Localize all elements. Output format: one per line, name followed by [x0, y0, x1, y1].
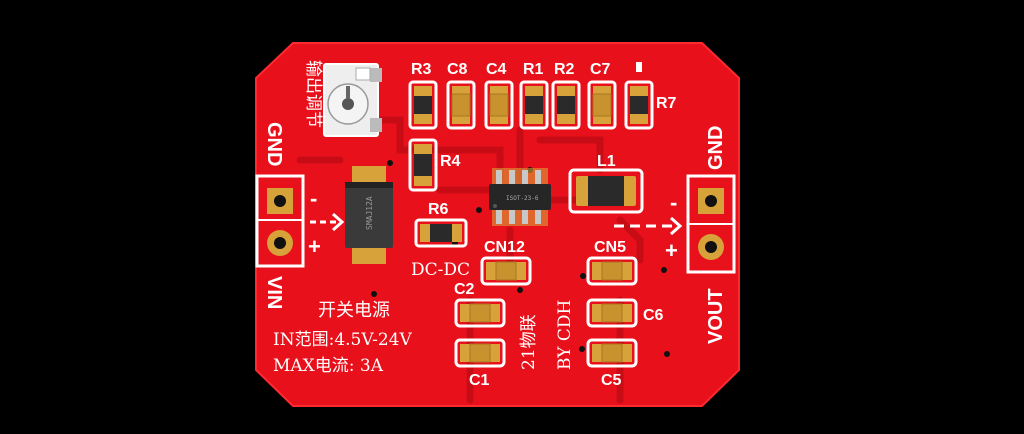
label-c5: C5: [601, 372, 622, 389]
label-cn12: CN12: [484, 239, 525, 256]
cap-c1: [454, 338, 506, 368]
label-r4: R4: [440, 153, 461, 170]
label-c6: C6: [643, 307, 664, 324]
cap-c5: [586, 338, 638, 368]
brand-text: 21物联: [519, 314, 539, 370]
arrow-out: [614, 216, 683, 236]
label-vin: VIN: [263, 276, 285, 309]
label-c8: C8: [447, 61, 468, 78]
label-cn5: CN5: [594, 239, 626, 256]
label-r3: R3: [411, 61, 432, 78]
diode-smaj12a: [345, 166, 393, 264]
in-range-text: IN范围:4.5V-24V: [273, 330, 412, 350]
label-gnd-right: GND: [705, 126, 727, 170]
diode-marking: SMAJ12A: [365, 196, 374, 230]
inductor-l1: [568, 168, 644, 214]
max-current-text: MAX电流: 3A: [273, 356, 384, 376]
label-c7: C7: [590, 61, 611, 78]
pot-label: 输出调节: [303, 60, 323, 128]
label-gnd-left: GND: [263, 122, 285, 166]
connector-vout: [686, 174, 736, 274]
top-row-components: [408, 62, 654, 130]
label-c4: C4: [486, 61, 507, 78]
resistor-r6: [414, 218, 468, 248]
label-c2: C2: [454, 281, 475, 298]
label-vout: VOUT: [705, 288, 727, 344]
label-r1: R1: [523, 61, 544, 78]
connector-vin: [255, 174, 305, 268]
dc-dc-text: DC-DC: [411, 260, 470, 280]
cap-c2: [454, 298, 506, 328]
minus-left: -: [310, 186, 317, 211]
label-c1: C1: [469, 372, 490, 389]
label-r7: R7: [656, 95, 677, 112]
plus-right: +: [665, 238, 678, 263]
plus-left: +: [308, 234, 321, 259]
label-r2: R2: [554, 61, 575, 78]
author-text: BY CDH: [555, 300, 575, 370]
switch-supply-text: 开关电源: [318, 300, 390, 321]
cap-cn12: [480, 256, 532, 286]
arrow-in: [310, 212, 345, 232]
label-l1: L1: [597, 153, 616, 170]
cap-cn5: [586, 256, 638, 286]
minus-right: -: [670, 190, 677, 215]
resistor-r4: [408, 138, 438, 192]
ic-chip: [489, 168, 551, 226]
label-r6: R6: [428, 201, 449, 218]
potentiometer: [323, 63, 382, 137]
ic-marking: ISOT-23-6: [506, 195, 539, 202]
cap-c6: [586, 298, 638, 328]
